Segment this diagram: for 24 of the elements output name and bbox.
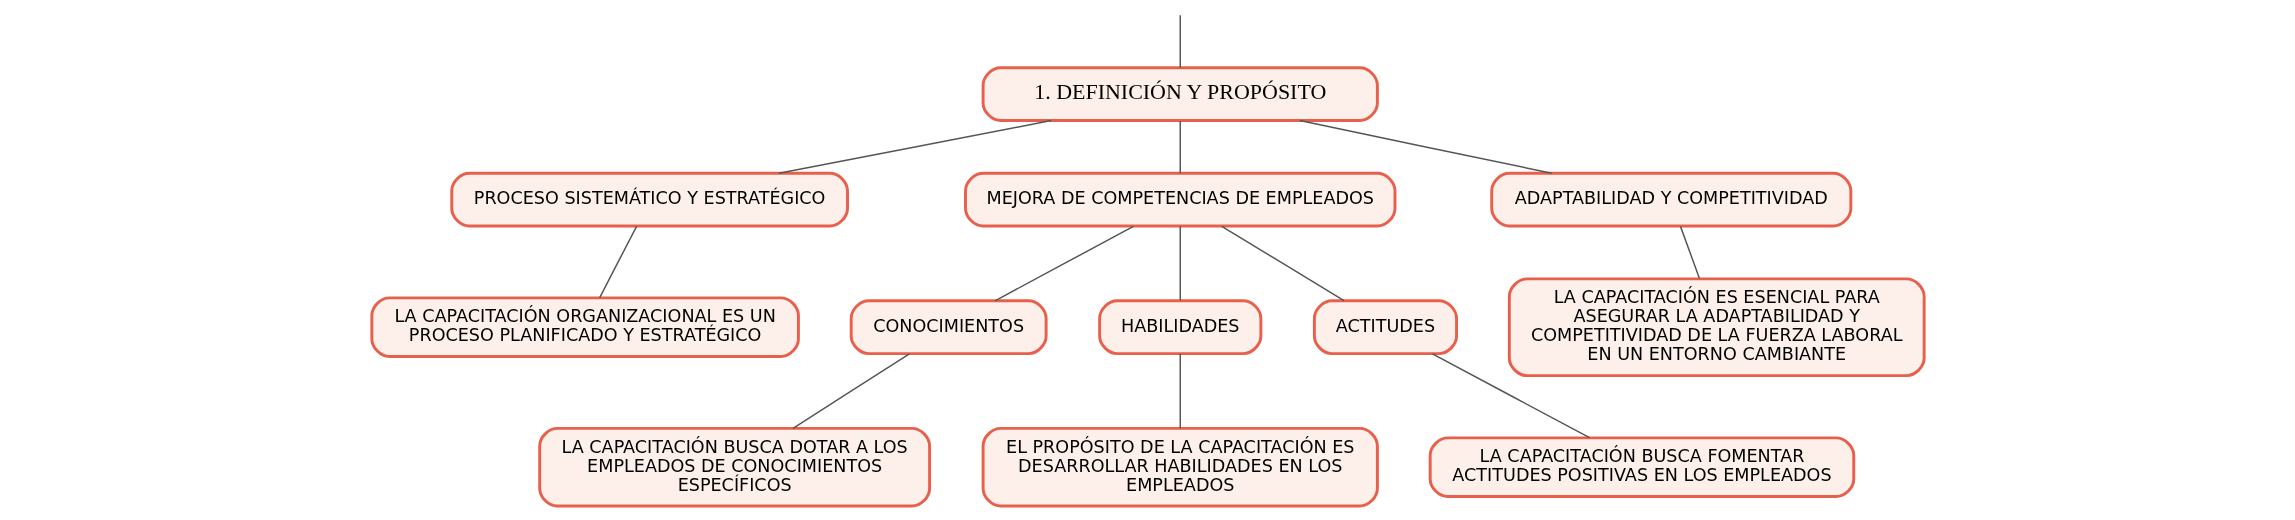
connector xyxy=(791,353,910,430)
node-box: LA CAPACITACIÓN BUSCA FOMENTAR ACTITUDES POSITIVAS EN LOS EMPLEADOS xyxy=(1428,436,1855,498)
connector xyxy=(777,119,1052,174)
node-box: LA CAPACITACIÓN BUSCA DOTAR A LOS EMPLEADOS DE CONOCIMIENTOS ESPECÍFICOS xyxy=(537,426,931,508)
node-box: LA CAPACITACIÓN ES ESENCIAL PARA ASEGURAR LA ADAPTABILIDAD Y COMPETITIVIDAD DE LA FUERZA LABORAL EN UN ENTORNO CAMBIANTE xyxy=(1507,277,1926,378)
connector xyxy=(993,225,1134,302)
connector xyxy=(1298,119,1552,174)
node-box: HABILIDADES xyxy=(1097,299,1262,356)
connector xyxy=(1179,120,1181,174)
node-box: PROCESO SISTEMÁTICO Y ESTRATÉGICO xyxy=(449,171,849,228)
connector xyxy=(1679,225,1700,280)
connector xyxy=(1179,14,1181,69)
connector xyxy=(1220,225,1345,302)
node-box: CONOCIMIENTOS xyxy=(849,299,1048,356)
connector xyxy=(1431,353,1590,439)
connector xyxy=(598,225,637,299)
node-box: EL PROPÓSITO DE LA CAPACITACIÓN ES DESARROLLAR HABILIDADES EN LOS EMPLEADOS xyxy=(981,426,1379,508)
node-box: ACTITUDES xyxy=(1312,299,1458,356)
node-box: 1. DEFINICIÓN Y PROPÓSITO xyxy=(981,66,1379,122)
connector xyxy=(1179,225,1181,302)
node-box: LA CAPACITACIÓN ORGANIZACIONAL ES UN PROCESO PLANIFICADO Y ESTRATÉGICO xyxy=(369,296,800,358)
node-box: MEJORA DE COMPETENCIAS DE EMPLEADOS xyxy=(963,171,1396,228)
node-box: ADAPTABILIDAD Y COMPETITIVIDAD xyxy=(1489,171,1852,228)
connector xyxy=(1179,353,1181,430)
